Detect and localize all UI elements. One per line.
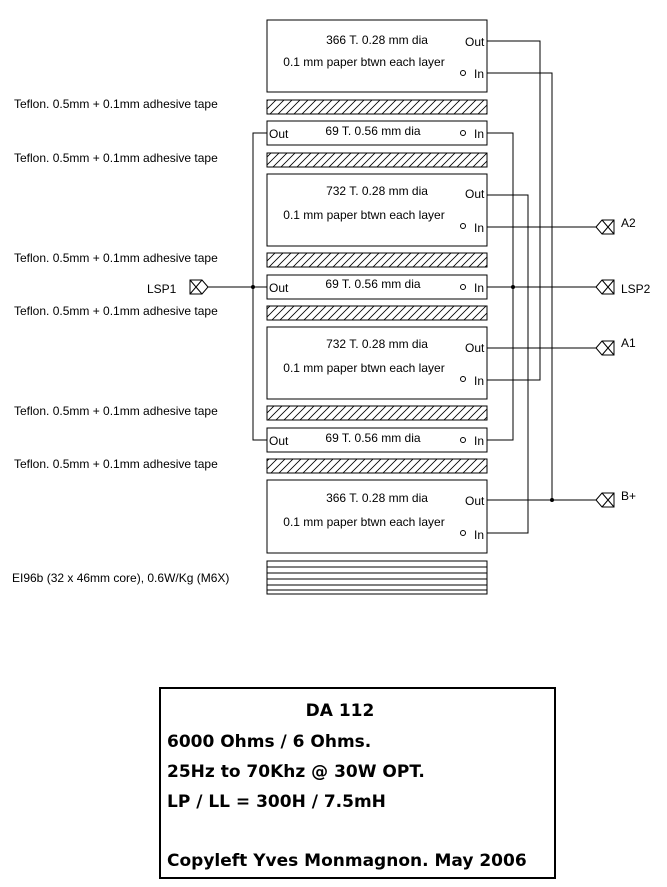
- info-credit: Copyleft Yves Monmagnon. May 2006: [167, 851, 527, 871]
- core-laminations: [266, 560, 488, 595]
- winding-5-in-pin: In: [474, 374, 484, 388]
- winding-1-out-pin: Out: [465, 35, 485, 49]
- tape-label-3: Teflon. 0.5mm + 0.1mm adhesive tape: [14, 251, 218, 265]
- winding-3-turns: 732 T. 0.28 mm dia: [326, 184, 428, 198]
- terminal-lsp2: LSP2: [595, 279, 651, 296]
- winding-1: 366 T. 0.28 mm dia 0.1 mm paper btwn eac…: [266, 19, 488, 93]
- terminal-bplus-label: B+: [621, 489, 636, 503]
- tape-6: [266, 458, 488, 474]
- winding-7-insulation: 0.1 mm paper btwn each layer: [283, 515, 444, 529]
- core-label: EI96b (32 x 46mm core), 0.6W/Kg (M6X): [12, 571, 229, 585]
- terminal-a2-label: A2: [621, 216, 636, 230]
- winding-4-turns: 69 T. 0.56 mm dia: [325, 277, 420, 291]
- winding-4-in-dot: [460, 284, 466, 290]
- winding-4-out-pin: Out: [269, 281, 289, 295]
- terminal-bplus: B+: [595, 489, 636, 508]
- winding-2: Out 69 T. 0.56 mm dia In: [266, 120, 488, 146]
- winding-7: 366 T. 0.28 mm dia 0.1 mm paper btwn eac…: [266, 479, 488, 554]
- winding-3-out-pin: Out: [465, 187, 485, 201]
- terminal-lsp1: LSP1: [147, 279, 209, 296]
- winding-6: Out 69 T. 0.56 mm dia In: [266, 427, 488, 453]
- winding-1-insulation: 0.1 mm paper btwn each layer: [283, 55, 444, 69]
- winding-1-turns: 366 T. 0.28 mm dia: [326, 33, 428, 47]
- winding-6-out-pin: Out: [269, 434, 289, 448]
- info-impedance: 6000 Ohms / 6 Ohms.: [167, 732, 371, 752]
- info-inductance: LP / LL = 300H / 7.5mH: [167, 792, 386, 812]
- terminal-lsp2-label: LSP2: [621, 282, 651, 296]
- winding-5-turns: 732 T. 0.28 mm dia: [326, 337, 428, 351]
- winding-6-in-pin: In: [474, 434, 484, 448]
- tape-label-4: Teflon. 0.5mm + 0.1mm adhesive tape: [14, 304, 218, 318]
- winding-5: 732 T. 0.28 mm dia 0.1 mm paper btwn eac…: [266, 326, 488, 400]
- tape-5: [266, 405, 488, 421]
- tape-2: [266, 152, 488, 168]
- winding-4-in-pin: In: [474, 281, 484, 295]
- winding-2-out-pin: Out: [269, 127, 289, 141]
- info-box: DA 112 6000 Ohms / 6 Ohms. 25Hz to 70Khz…: [159, 687, 556, 879]
- winding-7-out-pin: Out: [465, 494, 485, 508]
- terminal-a2: A2: [595, 216, 636, 235]
- winding-3: 732 T. 0.28 mm dia 0.1 mm paper btwn eac…: [266, 173, 488, 247]
- winding-2-in-dot: [460, 130, 466, 136]
- winding-3-in-pin: In: [474, 221, 484, 235]
- winding-5-insulation: 0.1 mm paper btwn each layer: [283, 361, 444, 375]
- terminal-lsp1-label: LSP1: [147, 282, 177, 296]
- winding-5-in-dot: [460, 376, 466, 382]
- winding-1-in-dot: [460, 70, 466, 76]
- tape-3: [266, 252, 488, 268]
- info-title: DA 112: [306, 701, 375, 721]
- winding-2-turns: 69 T. 0.56 mm dia: [325, 124, 420, 138]
- tape-label-6: Teflon. 0.5mm + 0.1mm adhesive tape: [14, 457, 218, 471]
- winding-1-in-pin: In: [474, 67, 484, 81]
- winding-3-in-dot: [460, 223, 466, 229]
- terminal-a1-label: A1: [621, 336, 636, 350]
- tape-label-2: Teflon. 0.5mm + 0.1mm adhesive tape: [14, 151, 218, 165]
- winding-7-turns: 366 T. 0.28 mm dia: [326, 491, 428, 505]
- tape-label-1: Teflon. 0.5mm + 0.1mm adhesive tape: [14, 97, 218, 111]
- junction-lsp2: [511, 285, 515, 289]
- winding-6-turns: 69 T. 0.56 mm dia: [325, 431, 420, 445]
- winding-7-in-dot: [460, 530, 466, 536]
- tape-label-5: Teflon. 0.5mm + 0.1mm adhesive tape: [14, 404, 218, 418]
- junction-bplus: [550, 498, 554, 502]
- info-bandwidth: 25Hz to 70Khz @ 30W OPT.: [167, 762, 425, 782]
- winding-3-insulation: 0.1 mm paper btwn each layer: [283, 208, 444, 222]
- tape-4: [266, 305, 488, 321]
- junction-lsp1: [251, 285, 255, 289]
- winding-2-in-pin: In: [474, 127, 484, 141]
- winding-4: Out 69 T. 0.56 mm dia In: [266, 274, 488, 300]
- terminal-a1: A1: [595, 336, 636, 356]
- winding-5-out-pin: Out: [465, 341, 485, 355]
- winding-7-in-pin: In: [474, 528, 484, 542]
- tape-1: [266, 99, 488, 115]
- winding-6-in-dot: [460, 437, 466, 443]
- wiring: [208, 40, 596, 534]
